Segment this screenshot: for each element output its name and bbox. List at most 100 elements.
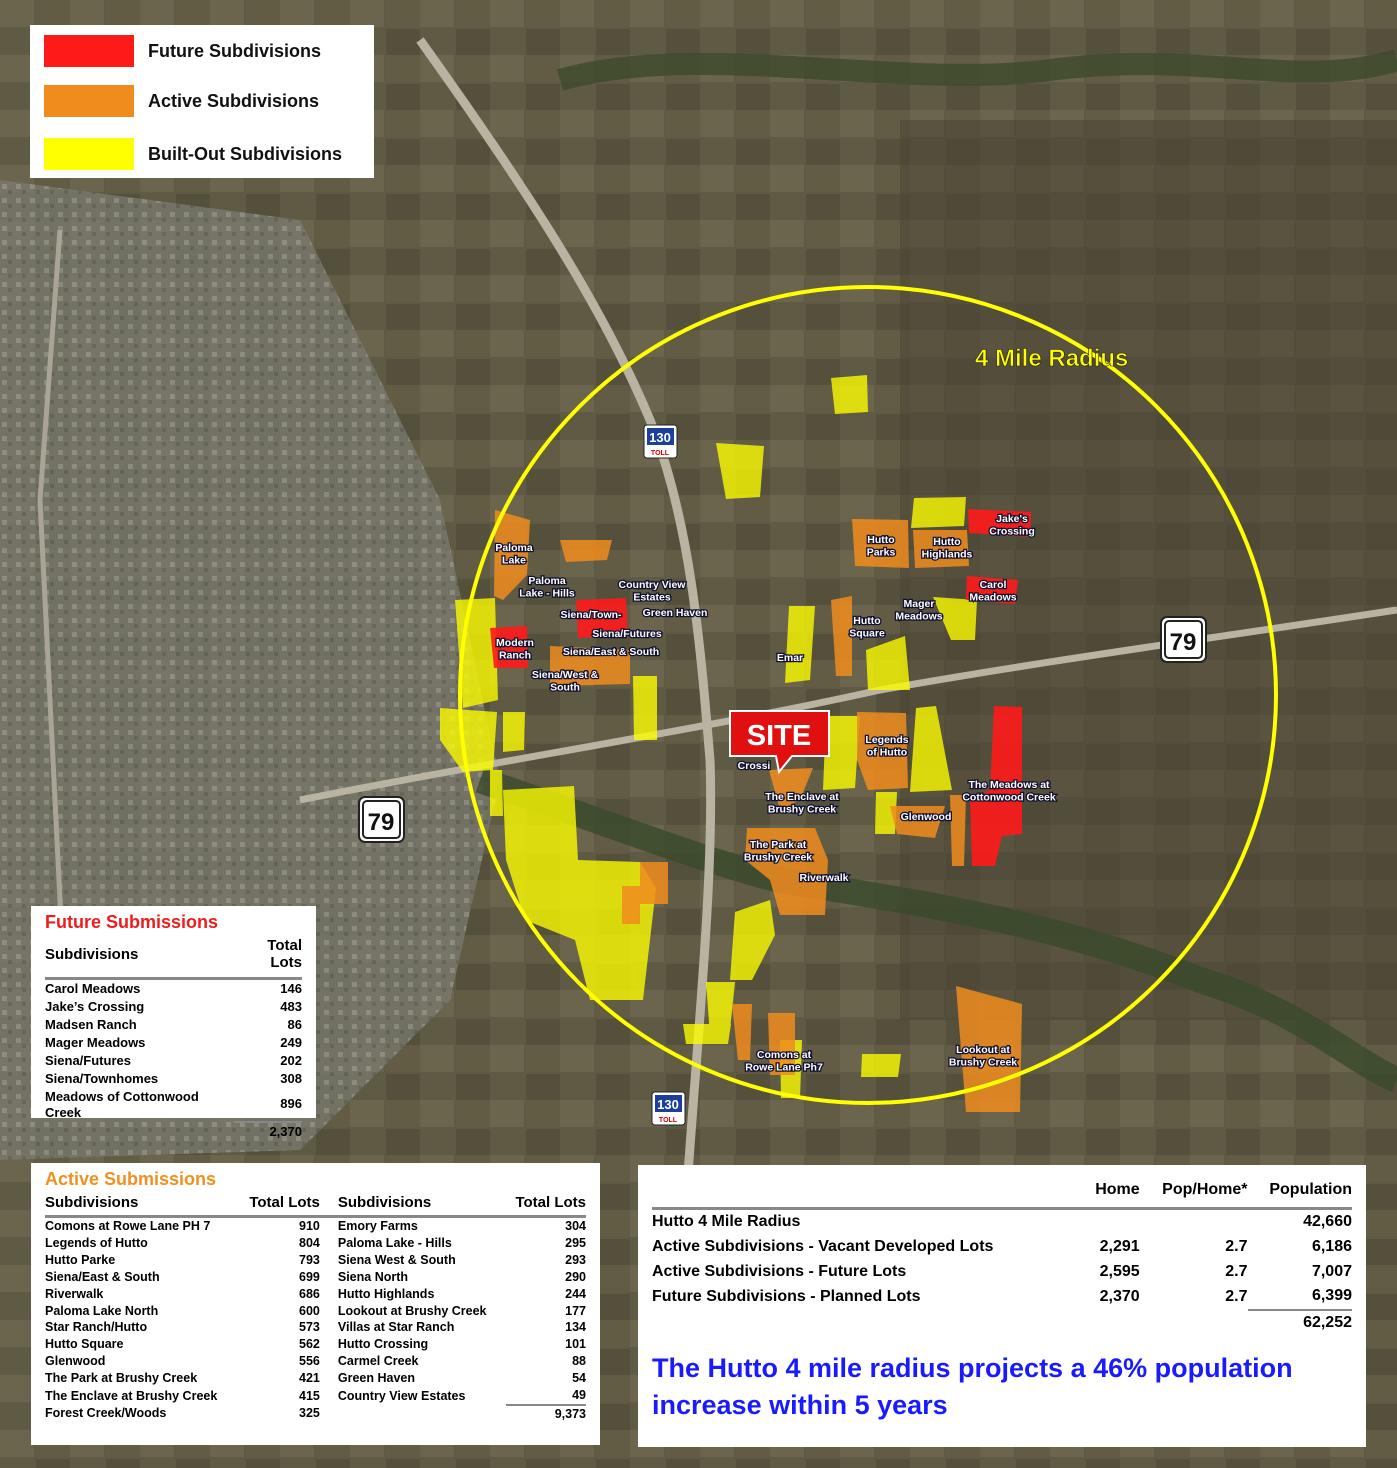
pop-home-value: 2.7	[1225, 1262, 1248, 1280]
subdivision-name: Siena North	[337, 1269, 409, 1284]
map-label-crossing: Crossi	[738, 760, 771, 772]
subdivision-name: Jake’s Crossing	[45, 998, 145, 1014]
total-lots: 325	[299, 1406, 320, 1421]
row-label: Active Subdivisions - Future Lots	[652, 1262, 907, 1280]
table-row: Siena/Townhomes 308	[45, 1070, 302, 1088]
map-label-glenwood: Glenwood	[901, 811, 952, 823]
total-lots: 910	[299, 1219, 320, 1233]
home-value: 2,595	[1099, 1262, 1140, 1280]
total-lots: 101	[565, 1337, 586, 1352]
col-subdivisions-right: Subdivisions	[337, 1190, 507, 1218]
row-label: Future Subdivisions - Planned Lots	[652, 1287, 921, 1305]
table-row: Meadows of Cottonwood Creek 896	[45, 1088, 302, 1122]
subdivision-name: Siena/Townhomes	[45, 1070, 159, 1086]
subdivision-name: Forest Creek/Woods	[45, 1406, 167, 1421]
subdivision-name: Paloma Lake - Hills	[337, 1235, 452, 1250]
radius-circle	[458, 285, 1278, 1105]
home-value: 2,370	[1099, 1287, 1140, 1305]
legend-built: Built-Out Subdivisions	[44, 137, 342, 171]
subdivision-name: Siena/East & South	[45, 1269, 160, 1284]
table-row: Siena/Futures 202	[45, 1052, 302, 1070]
highway-130-shield-south: 130 TOLL	[651, 1091, 686, 1126]
col-pop-home: Pop/Home*	[1139, 1173, 1248, 1210]
subdivision-name: Carol Meadows	[45, 980, 141, 996]
svg-text:130: 130	[657, 1097, 679, 1112]
total-lots: 88	[572, 1354, 586, 1369]
col-total-lots-right: Total Lots	[506, 1190, 586, 1218]
row-label: Hutto 4 Mile Radius	[652, 1213, 801, 1230]
total-spacer	[45, 1122, 234, 1141]
active-swatch	[44, 85, 134, 117]
total-lots: 244	[565, 1286, 586, 1301]
total-spacer	[1140, 1310, 1248, 1336]
subdivision-name: Madsen Ranch	[45, 1016, 137, 1032]
subdivision-name: Comons at Rowe Lane PH 7	[45, 1219, 211, 1233]
table-row: Future Subdivisions - Planned Lots 2,370…	[652, 1284, 1352, 1310]
col-gap	[320, 1387, 338, 1405]
highway-130-shield-north: 130 TOLL	[643, 424, 678, 459]
subdivision-name: Villas at Star Ranch	[337, 1320, 455, 1335]
table-row: Star Ranch/Hutto 573 Villas at Star Ranc…	[45, 1319, 586, 1336]
projection-line-1: The Hutto 4 mile radius projects a 46% p…	[652, 1352, 1293, 1383]
built-swatch	[44, 138, 134, 170]
total-spacer	[652, 1310, 1083, 1336]
built-out-parcels	[440, 375, 977, 1098]
map-label-siena-futures: Siena/Futures	[592, 628, 662, 640]
subdivision-name: Hutto Square	[45, 1337, 124, 1352]
col-subdivisions-left: Subdivisions	[45, 1190, 241, 1218]
table-row: Siena/East & South 699 Siena North 290	[45, 1269, 586, 1286]
total-lots: 293	[565, 1252, 586, 1267]
active-submissions-panel: Active Submissions Subdivisions Total Lo…	[31, 1163, 600, 1445]
map-label-siena-east-south: Siena/East & South	[563, 646, 659, 658]
subdivision-name: Meadows of Cottonwood Creek	[45, 1088, 199, 1120]
col-gap	[320, 1303, 338, 1320]
creek-vegetation-north	[556, 49, 1397, 91]
col-gap	[320, 1336, 338, 1353]
active-table-title: Active Submissions	[45, 1169, 217, 1189]
svg-text:TOLL: TOLL	[651, 450, 670, 457]
subdivision-name: The Park at Brushy Creek	[45, 1371, 198, 1386]
legend-active: Active Subdivisions	[44, 84, 319, 118]
subdivision-name: Green Haven	[337, 1371, 415, 1386]
total-lots: 202	[280, 1052, 302, 1068]
col-total-lots: Total Lots	[233, 933, 302, 980]
total-lots: 686	[299, 1286, 320, 1301]
legend-future: Future Subdivisions	[44, 34, 321, 68]
subdivision-name: Star Ranch/Hutto	[45, 1320, 148, 1335]
total-lots: 415	[299, 1388, 320, 1403]
total-lots: 600	[299, 1303, 320, 1318]
population-value: 6,186	[1311, 1237, 1352, 1255]
population-total: 62,252	[1247, 1309, 1352, 1336]
total-lots: 295	[565, 1235, 586, 1250]
farmland-east	[900, 120, 1397, 1020]
table-row: Carol Meadows 146	[45, 979, 302, 998]
row-label: Active Subdivisions - Vacant Developed L…	[652, 1237, 994, 1255]
total-lots-sum: 2,370	[233, 1121, 302, 1142]
total-row: 2,370	[45, 1121, 302, 1142]
radius-label: 4 Mile Radius	[975, 345, 1128, 372]
table-row: Riverwalk 686 Hutto Highlands 244	[45, 1286, 586, 1303]
site-marker[interactable]: SITE	[729, 710, 830, 775]
total-spacer	[1083, 1310, 1139, 1336]
svg-text:TOLL: TOLL	[659, 1117, 678, 1124]
col-gap	[320, 1235, 338, 1252]
svg-text:130: 130	[649, 430, 671, 445]
total-lots: 177	[565, 1303, 586, 1318]
subdivision-name: Hutto Parke	[45, 1252, 116, 1267]
col-population: Population	[1247, 1173, 1352, 1210]
projection-line-2: increase within 5 years	[652, 1389, 948, 1420]
total-lots: 699	[299, 1269, 320, 1284]
future-swatch	[44, 35, 134, 67]
table-row: Madsen Ranch 86	[45, 1016, 302, 1034]
subdivision-name: Siena West & South	[337, 1252, 456, 1267]
subdivision-name: Siena/Futures	[45, 1052, 131, 1068]
total-spacer	[338, 1405, 506, 1423]
